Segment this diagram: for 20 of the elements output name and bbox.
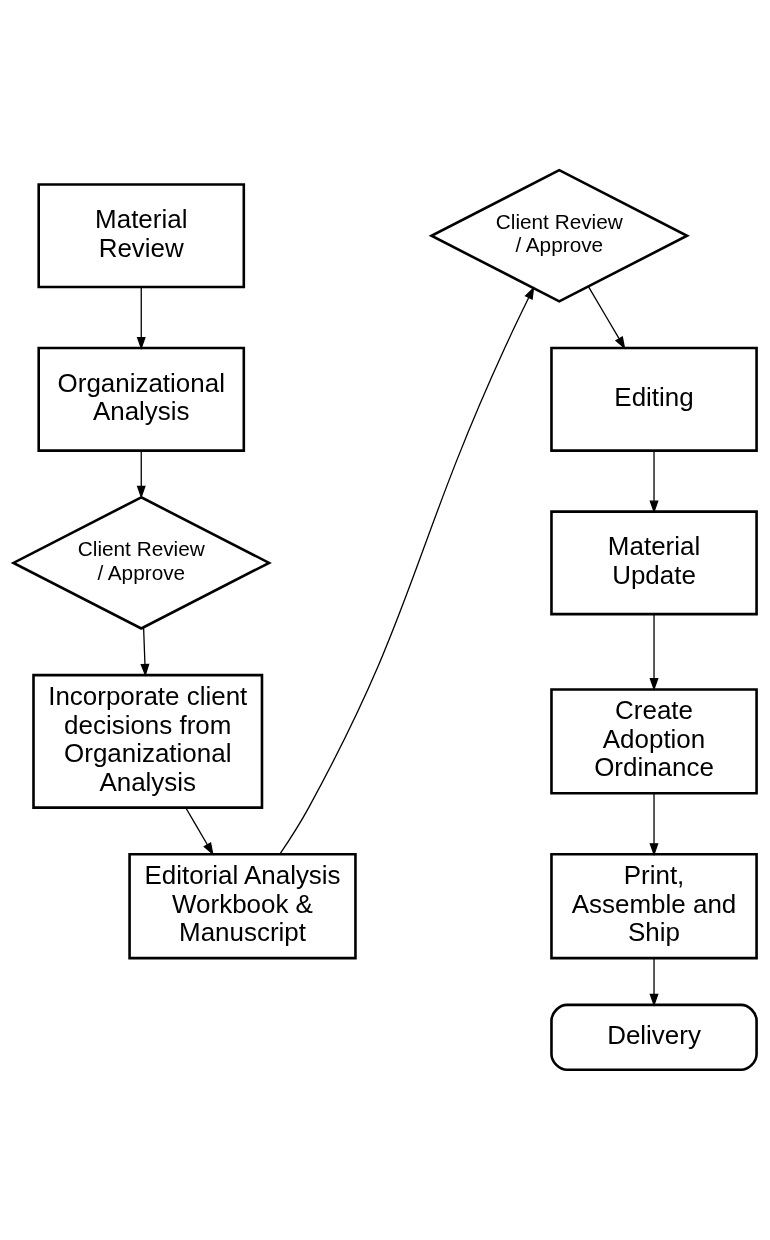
arrow bbox=[136, 450, 146, 499]
arrow bbox=[279, 286, 535, 855]
node-box: Editing bbox=[550, 346, 758, 452]
node-box: Editorial Analysis Workbook & Manuscript bbox=[128, 853, 357, 960]
node-diamond: Client Review / Approve bbox=[10, 495, 272, 630]
node-box: Create Adoption Ordinance bbox=[550, 688, 758, 795]
arrow bbox=[136, 286, 146, 350]
arrow bbox=[649, 613, 659, 692]
node-box: Material Review bbox=[37, 183, 246, 289]
node-box: Organizational Analysis bbox=[37, 346, 246, 452]
arrow bbox=[649, 792, 659, 857]
arrow bbox=[185, 807, 214, 856]
node-box: Material Update bbox=[550, 510, 758, 616]
node-box: Print, Assemble and Ship bbox=[550, 853, 758, 960]
arrow bbox=[587, 286, 626, 350]
arrow bbox=[140, 627, 150, 677]
node-box: Incorporate client decisions from Organizational Analysis bbox=[32, 673, 264, 809]
node-box: Delivery bbox=[550, 1003, 758, 1072]
arrow bbox=[649, 957, 659, 1007]
arrow bbox=[649, 450, 659, 514]
